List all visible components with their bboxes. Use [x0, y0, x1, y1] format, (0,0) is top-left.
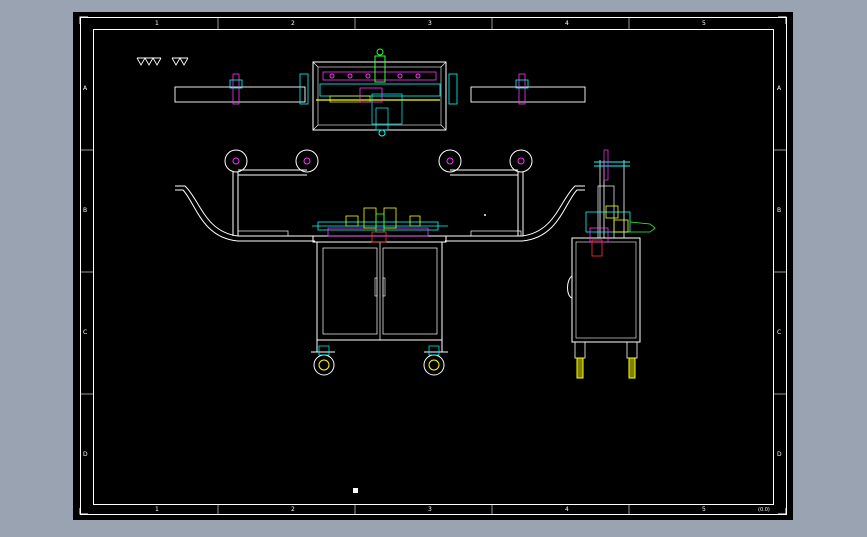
drawing-mark: [353, 488, 358, 493]
col-label-3-bottom: 3: [428, 506, 432, 513]
col-label-5-bottom: 5: [702, 506, 706, 513]
row-label-D-right: D: [777, 451, 782, 458]
row-label-A-right: A: [777, 85, 782, 92]
front-fixture: [312, 207, 448, 243]
drawing-sheet: [73, 12, 793, 520]
row-label-B-right: B: [777, 207, 781, 214]
drawing-dot: [484, 214, 486, 216]
front-view: [175, 149, 585, 376]
side-fixture: [585, 205, 656, 257]
col-label-4-bottom: 4: [565, 506, 569, 513]
row-label-C-left: C: [83, 329, 87, 336]
col-label-4-top: 4: [565, 20, 569, 27]
grid-labels: 1 2 3 4 5 1 2 3 4 5 A B C D A B C D (0.0…: [83, 20, 782, 513]
corner-note: (0.0): [758, 507, 770, 513]
row-label-B-left: B: [83, 207, 87, 214]
col-label-3-top: 3: [428, 20, 432, 27]
row-label-C-right: C: [777, 329, 781, 336]
grid-ticks: [80, 17, 786, 514]
col-label-1-top: 1: [155, 20, 159, 27]
surface-finish-symbols: [136, 57, 189, 66]
row-label-A-left: A: [83, 85, 88, 92]
col-label-2-bottom: 2: [291, 506, 295, 513]
col-label-2-top: 2: [291, 20, 295, 27]
top-view: [174, 48, 586, 137]
col-label-1-bottom: 1: [155, 506, 159, 513]
title-frame: [79, 16, 787, 515]
col-label-5-top: 5: [702, 20, 706, 27]
row-label-D-left: D: [83, 451, 88, 458]
